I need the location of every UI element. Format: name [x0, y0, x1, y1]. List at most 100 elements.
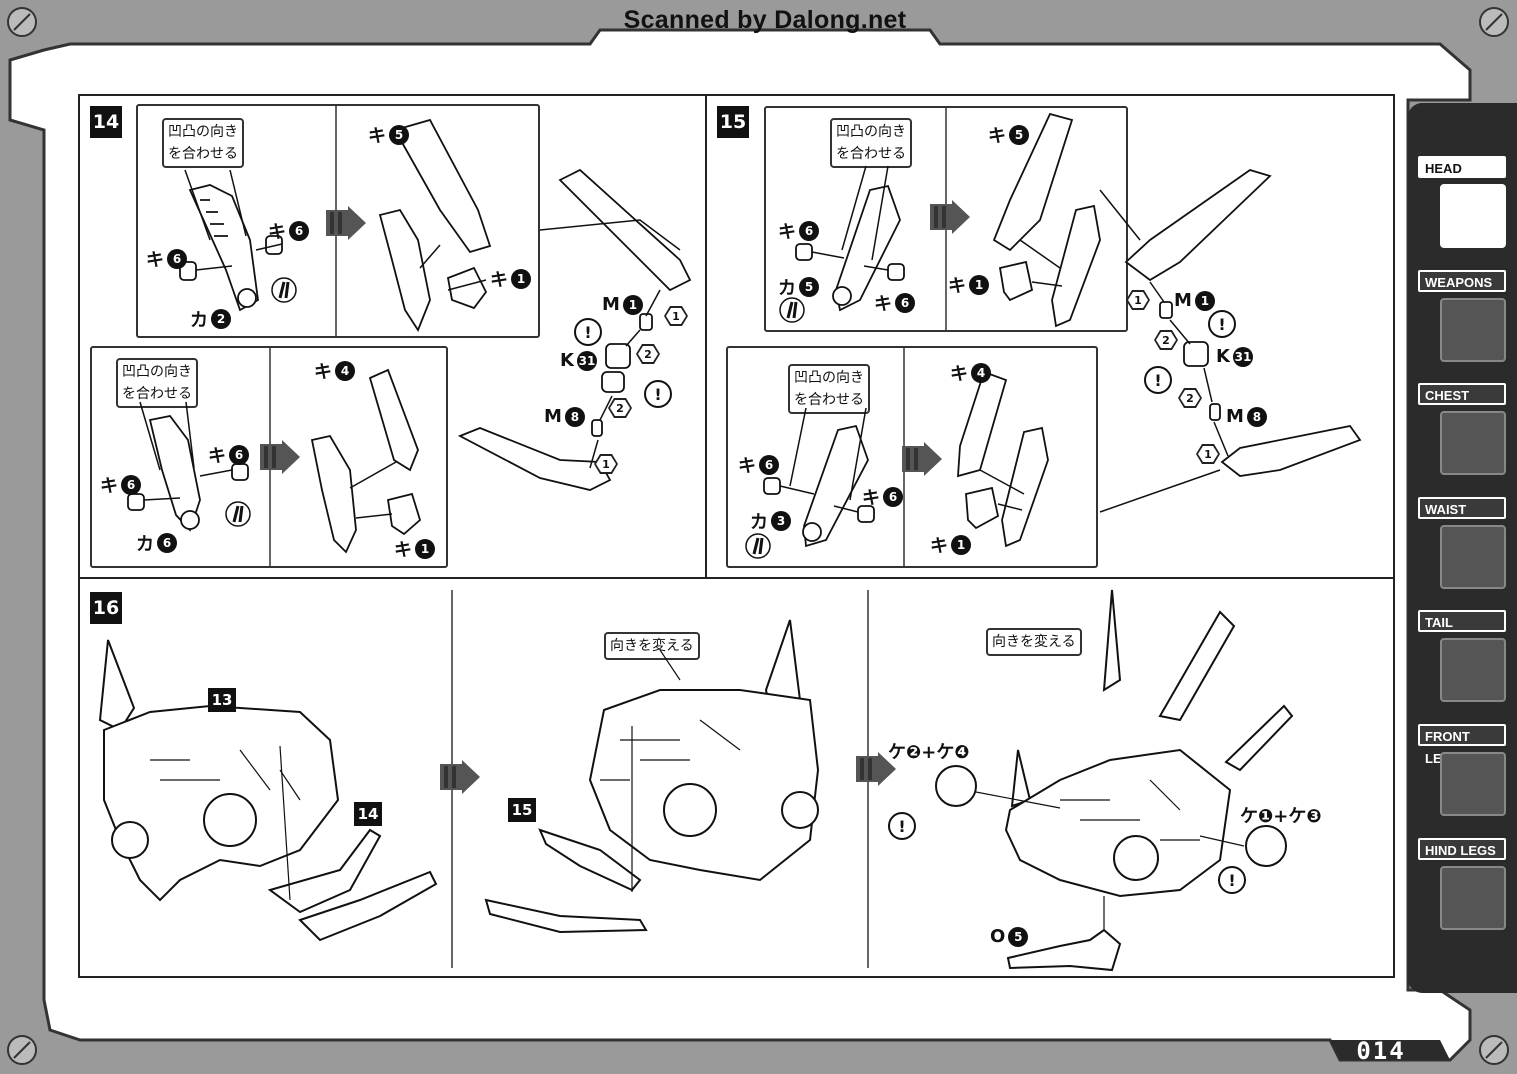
- step16-ref-15: 15: [508, 798, 536, 822]
- step15-top-callout: 凹凸の向き を合わせる: [830, 118, 912, 168]
- sidebar-tab-waist[interactable]: WAIST: [1418, 497, 1508, 593]
- warning-icon: !: [1208, 310, 1236, 338]
- warning-icon: !: [888, 812, 916, 840]
- step16-ref-13: 13: [208, 688, 236, 712]
- step16-ref-14: 14: [354, 802, 382, 826]
- step14-step-hex-1b: 1: [594, 454, 618, 474]
- callout-line-2: を合わせる: [122, 386, 192, 402]
- callout-line-1: 凹凸の向き: [794, 370, 864, 386]
- warning-icon: !: [1218, 866, 1246, 894]
- warning-icon: !: [574, 318, 602, 346]
- step16-callout-right: 向きを変える: [986, 628, 1082, 656]
- step16-arrow-2: [856, 752, 896, 790]
- step16-arrow-1: [440, 760, 480, 798]
- step16-callout-mid: 向きを変える: [604, 632, 700, 660]
- step14-top-arrow: [326, 206, 366, 244]
- section-thumbnail-icon: [1440, 298, 1506, 362]
- sidebar-tab-label: TAIL: [1418, 610, 1506, 632]
- sidebar-tab-hind-legs[interactable]: HIND LEGS: [1418, 838, 1508, 934]
- sidebar-tab-label: FRONT LEGS: [1418, 724, 1506, 766]
- section-thumbnail-icon: [1440, 184, 1506, 248]
- step15-step-hex-1a: 1: [1126, 290, 1150, 310]
- step-number-16: 16: [90, 592, 122, 624]
- step14-step-hex-2b: 2: [608, 398, 632, 418]
- section-thumbnail-icon: [1440, 525, 1506, 589]
- step15-step-hex-2a: 2: [1154, 330, 1178, 350]
- sidebar-tab-front-legs[interactable]: FRONT LEGS: [1418, 724, 1508, 820]
- section-thumbnail-icon: [1440, 752, 1506, 816]
- sidebar-tab-label: HEAD: [1418, 156, 1506, 178]
- step16-combo-left: ケ❷+ケ❹: [888, 742, 970, 763]
- sidebar-tab-weapons[interactable]: WEAPONS: [1418, 270, 1508, 366]
- step15-bottom-callout: 凹凸の向き を合わせる: [788, 364, 870, 414]
- step14-bottom-callout: 凹凸の向き を合わせる: [116, 358, 198, 408]
- sidebar-tab-label: WAIST: [1418, 497, 1506, 519]
- step-number-14: 14: [90, 106, 122, 138]
- page-number: 014: [1356, 1037, 1406, 1065]
- callout-line-1: 凹凸の向き: [836, 124, 906, 140]
- warning-icon: !: [644, 380, 672, 408]
- sidebar-tab-label: HIND LEGS: [1418, 838, 1506, 860]
- warning-icon: !: [1144, 366, 1172, 394]
- section-thumbnail-icon: [1440, 638, 1506, 702]
- sidebar-tab-head[interactable]: HEAD: [1418, 156, 1508, 252]
- callout-line-2: を合わせる: [794, 392, 864, 408]
- section-thumbnail-icon: [1440, 411, 1506, 475]
- sidebar-tab-label: WEAPONS: [1418, 270, 1506, 292]
- scan-credit: Scanned by Dalong.net: [623, 6, 907, 34]
- step15-step-hex-1b: 1: [1196, 444, 1220, 464]
- step14-step-hex-1a: 1: [664, 306, 688, 326]
- step-number-15: 15: [717, 106, 749, 138]
- step16-combo-right: ケ❶+ケ❸: [1240, 806, 1322, 827]
- step15-bottom-arrow: [902, 442, 942, 480]
- sidebar-tab-tail[interactable]: TAIL: [1418, 610, 1508, 706]
- callout-line-2: を合わせる: [836, 146, 906, 162]
- section-thumbnail-icon: [1440, 866, 1506, 930]
- step14-step-hex-2a: 2: [636, 344, 660, 364]
- sidebar-tab-chest[interactable]: CHEST: [1418, 383, 1508, 479]
- sidebar-tab-label: CHEST: [1418, 383, 1506, 405]
- step15-top-arrow: [930, 200, 970, 238]
- callout-line-2: を合わせる: [168, 146, 238, 162]
- callout-line-1: 凹凸の向き: [168, 124, 238, 140]
- step14-bottom-arrow: [260, 440, 300, 478]
- step15-step-hex-2b: 2: [1178, 388, 1202, 408]
- step14-top-callout: 凹凸の向き を合わせる: [162, 118, 244, 168]
- callout-line-1: 凹凸の向き: [122, 364, 192, 380]
